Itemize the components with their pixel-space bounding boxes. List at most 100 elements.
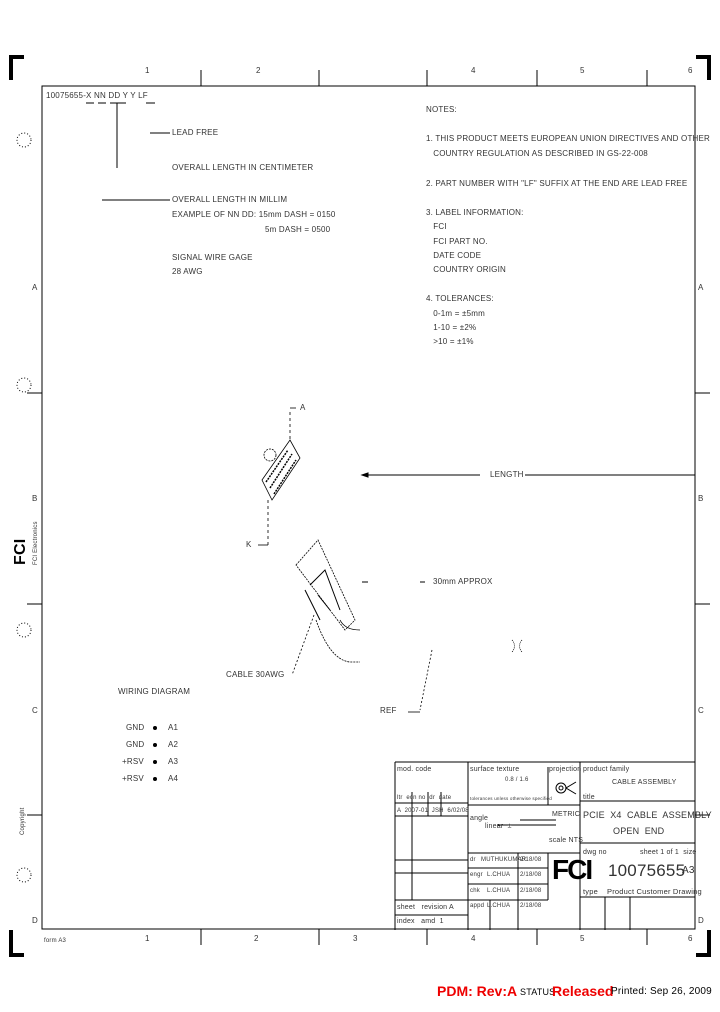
- note-line: FCI PART NO.: [426, 237, 488, 246]
- zone-col-6: 6: [688, 66, 693, 75]
- wiring-dots: [153, 726, 157, 781]
- tb-appd: appd: [470, 903, 485, 909]
- wiring-title: WIRING DIAGRAM: [118, 687, 191, 696]
- tb-sheet-revision: sheet revision A: [397, 904, 454, 911]
- zone-col-5: 5: [580, 66, 585, 75]
- note-line: 4. TOLERANCES:: [426, 294, 494, 303]
- zone-col-2: 2: [256, 66, 261, 75]
- callout-length-cm: OVERALL LENGTH IN CENTIMETER: [172, 163, 314, 172]
- wiring-dot: [153, 726, 157, 730]
- zone-row-b-right: B: [698, 494, 704, 503]
- tb-angle: angle: [470, 815, 489, 822]
- zone-col-2-bottom: 2: [254, 934, 259, 943]
- side-company: FCI Electronics: [33, 521, 39, 565]
- connector-top-view: [258, 407, 301, 546]
- projection-symbol: [555, 781, 577, 795]
- note-line: COUNTRY ORIGIN: [426, 265, 507, 274]
- tb-title-line2: OPEN END: [613, 826, 665, 836]
- zone-row-d: D: [32, 916, 38, 925]
- wiring-signal: GND: [126, 723, 145, 732]
- wiring-pin: A4: [168, 774, 179, 783]
- tb-product-family: CABLE ASSEMBLY: [612, 779, 677, 786]
- label-k: K: [246, 540, 252, 549]
- zone-col-6-bottom: 6: [688, 934, 693, 943]
- tb-engr-name: L.CHUA: [487, 872, 511, 878]
- connector-side-view: [291, 539, 523, 713]
- margin-circles: [16, 132, 32, 883]
- tb-chk: chk: [470, 888, 480, 894]
- note-line: 1-10 = ±2%: [426, 323, 477, 332]
- zone-col-4-bottom: 4: [471, 934, 476, 943]
- status-value: Released: [552, 983, 614, 999]
- tb-units: METRIC: [552, 811, 581, 818]
- label-a: A: [300, 403, 306, 412]
- ref-label: REF: [380, 706, 397, 715]
- zone-row-c: C: [32, 706, 38, 715]
- corner-bracket-tl: [9, 55, 24, 80]
- status-label: STATUS: [520, 987, 556, 997]
- corner-bracket-bl: [9, 930, 24, 957]
- tb-chk-name: L.CHUA: [487, 888, 511, 894]
- length-label: LENGTH: [490, 470, 524, 479]
- pdm-revision: PDM: Rev:A: [437, 983, 518, 999]
- zone-col-1-bottom: 1: [145, 934, 150, 943]
- wiring-pin: A3: [168, 757, 179, 766]
- tb-type-value: Product Customer Drawing: [607, 887, 702, 896]
- zone-row-c-right: C: [698, 706, 704, 715]
- part-code: 10075655-X NN DD Y Y LF: [46, 91, 148, 100]
- cable-label: CABLE 30AWG: [226, 670, 285, 679]
- form-label: form A3: [44, 938, 67, 944]
- callout-example-2: 5m DASH = 0500: [265, 225, 331, 234]
- wiring-pin: A2: [168, 740, 179, 749]
- tb-logo: FCI: [552, 854, 593, 885]
- callout-example: EXAMPLE OF NN DD: 15mm DASH = 0150: [172, 210, 336, 219]
- note-line: FCI: [426, 222, 447, 231]
- note-line: >10 = ±1%: [426, 337, 474, 346]
- tb-appd-name: L.CHUA: [487, 903, 511, 909]
- zone-row-a: A: [32, 283, 38, 292]
- side-logo: FCI: [12, 538, 29, 565]
- tb-engr: engr: [470, 872, 483, 878]
- zone-col-3-bottom: 3: [353, 934, 358, 943]
- zone-col-4: 4: [471, 66, 476, 75]
- zone-row-a-right: A: [698, 283, 704, 292]
- wiring-signal: GND: [126, 740, 145, 749]
- tb-product-family-label: product family: [583, 766, 630, 773]
- wiring-dot: [153, 760, 157, 764]
- wiring-signal: +RSV: [122, 757, 144, 766]
- zone-col-5-bottom: 5: [580, 934, 585, 943]
- tb-mod-code: mod. code: [397, 766, 432, 773]
- note-line: 2. PART NUMBER WITH "LF" SUFFIX AT THE E…: [426, 179, 688, 188]
- corner-bracket-tr: [696, 55, 711, 80]
- tb-dwg-no-label: dwg no: [583, 849, 607, 856]
- tb-ltr-header: ltr ecn no dr date: [397, 795, 452, 801]
- callout-signal-wire-gage: 28 AWG: [172, 267, 203, 276]
- tb-dwg-no: 10075655: [608, 861, 686, 880]
- zone-ticks: [27, 70, 710, 945]
- tb-type-label: type: [583, 887, 598, 896]
- callout-lead-free: LEAD FREE: [172, 128, 219, 137]
- tb-rev-row: A 2007-01 JSH 6/02/08: [397, 808, 469, 814]
- tb-sheet-label: sheet 1 of 1 size: [640, 849, 697, 856]
- tb-appd-date: 2/18/08: [520, 903, 542, 909]
- tb-dr-name: MUTHUKUMAR: [481, 857, 527, 863]
- callout-length-mm: OVERALL LENGTH IN MILLIM: [172, 195, 288, 204]
- note-line: DATE CODE: [426, 251, 482, 260]
- tb-projection: projection: [549, 766, 582, 773]
- drawing-border: [41, 85, 696, 930]
- callout-signal-wire: SIGNAL WIRE GAGE: [172, 253, 253, 262]
- dim-label: 30mm APPROX: [433, 577, 493, 586]
- wiring-signal: +RSV: [122, 774, 144, 783]
- wiring-pin: A1: [168, 723, 179, 732]
- tb-index: index amd 1: [397, 918, 444, 925]
- tb-size: A3: [682, 865, 695, 876]
- zone-col-1: 1: [145, 66, 150, 75]
- zone-row-b: B: [32, 494, 38, 503]
- tb-tolerances-note: tolerances unless otherwise specified: [470, 796, 552, 801]
- wiring-dot: [153, 777, 157, 781]
- tb-title-line1: PCIE X4 CABLE ASSEMBLY: [583, 810, 712, 820]
- tb-title-label: title: [583, 794, 595, 801]
- tb-chk-date: 2/18/08: [520, 888, 542, 894]
